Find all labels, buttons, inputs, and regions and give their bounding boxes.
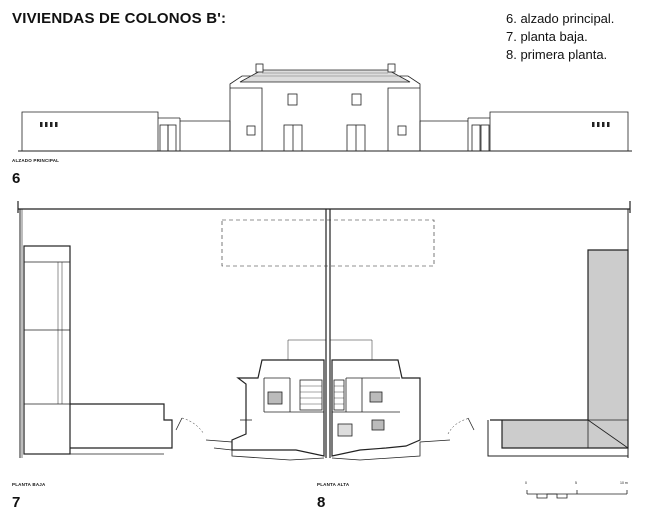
figure-number-7: 7 (12, 494, 21, 511)
legend-item-upper-floor: 8. primera planta. (506, 47, 608, 62)
legend-item-ground-floor: 7. planta baja. (506, 29, 588, 44)
scale-bar-graphic (526, 490, 628, 499)
scale-label-5: 5 (575, 481, 577, 485)
caption-elevation: ALZADO PRINCIPAL (12, 158, 60, 163)
scale-label-0: 0 (525, 481, 527, 485)
legend-item-elevation: 6. alzado principal. (506, 11, 615, 26)
scale-label-10m: 10 m (620, 481, 628, 485)
figure-number-8: 8 (317, 494, 326, 511)
figure-legend: 6. alzado principal. 7. planta baja. 8. … (506, 10, 614, 64)
caption-ground-floor: PLANTA BAJA (12, 482, 46, 487)
caption-upper-floor: PLANTA ALTA (317, 482, 350, 487)
page-title: VIVIENDAS DE COLONOS B': (12, 10, 227, 27)
elevation-drawing (18, 63, 632, 152)
plans-drawing (17, 201, 631, 461)
figure-number-6: 6 (12, 170, 21, 187)
